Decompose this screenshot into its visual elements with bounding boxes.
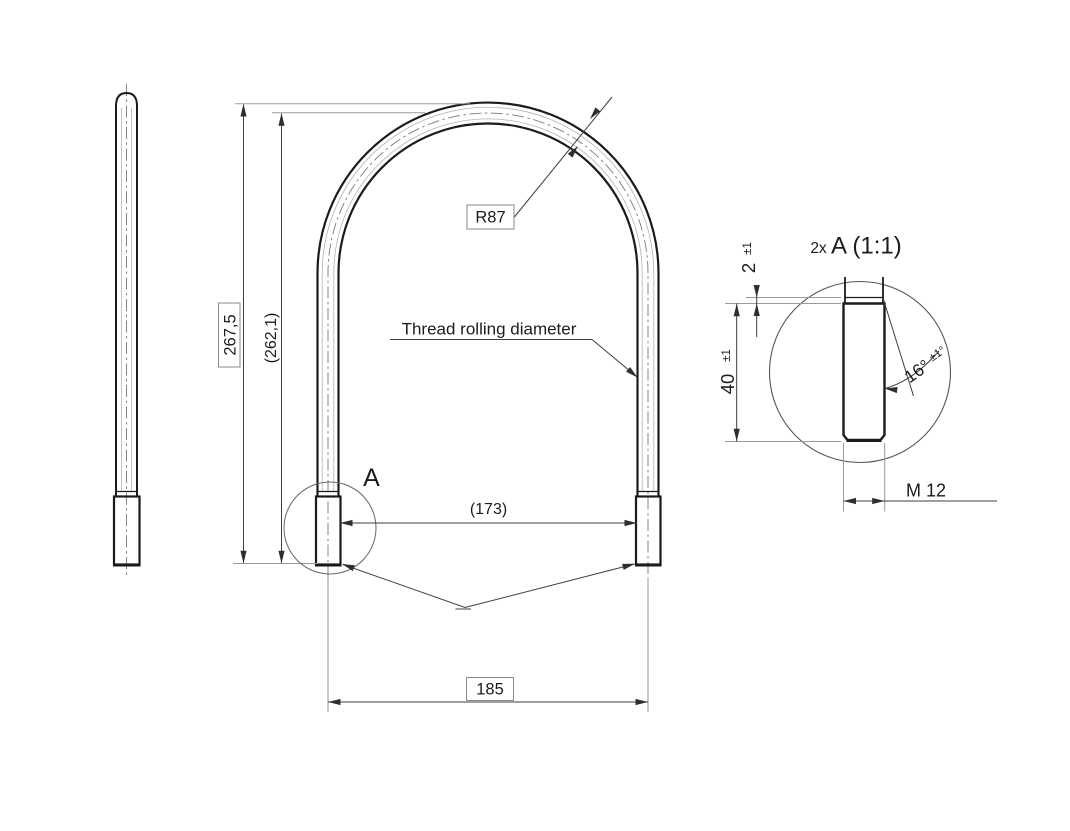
dimension-arrowhead <box>240 550 247 564</box>
dimension-arrowhead <box>753 303 760 316</box>
thread-length-dimension: 40 ±1 <box>717 303 841 442</box>
thread-roll-line <box>333 118 643 492</box>
dimension-arrowhead <box>872 497 885 505</box>
runout-tolerance-label: ±1 <box>742 242 754 255</box>
dimension-arrowhead <box>278 113 285 126</box>
main-view <box>314 101 662 712</box>
dimension-arrowhead <box>567 144 581 158</box>
thread-size-dimension: M 12 <box>843 443 997 512</box>
detail-view: 2x A (1:1) 2 ±1 40 ±1 <box>717 233 997 512</box>
thread-section <box>842 302 886 442</box>
detail-boundary-circle <box>768 280 952 464</box>
center-line <box>327 112 649 578</box>
leader-line <box>342 563 635 609</box>
dimension-arrowhead <box>328 698 341 706</box>
runout-dimension: 2 ±1 <box>725 242 841 337</box>
chamfer-angle-label: 16° <box>900 355 933 387</box>
dimension-arrowhead <box>278 550 285 564</box>
detail-circle-marker: A <box>283 464 380 575</box>
leader-line <box>513 96 613 218</box>
centerline-height-label: (262,1) <box>263 313 280 364</box>
inner-span-dimension: (173) <box>340 501 637 527</box>
height-dimension: 267,5 <box>218 103 470 564</box>
double-end-leader <box>340 560 636 610</box>
thread-length-label: 40 <box>717 374 738 395</box>
dimension-frame <box>466 677 514 701</box>
dimension-arrowhead <box>340 519 353 527</box>
radius-callout: R87 <box>466 96 613 230</box>
dimension-arrowhead <box>843 497 856 505</box>
dimension-arrowhead <box>733 303 740 317</box>
dimension-frame <box>218 302 241 368</box>
dimension-arrowhead <box>340 561 355 572</box>
thread-note-label: Thread rolling diameter <box>402 320 577 339</box>
dimension-arrowhead <box>753 285 760 298</box>
dimension-arrowhead <box>635 698 648 706</box>
thread-roll-line <box>321 106 655 492</box>
chamfer-angle-tolerance-label: ±1° <box>927 344 948 364</box>
leg-span-dimension: 185 <box>328 677 648 706</box>
angle-reference-line <box>882 297 914 397</box>
bend-radius-label: R87 <box>475 209 505 227</box>
side-view <box>112 84 141 578</box>
chamfer-angle-dimension: 16° ±1° <box>882 297 948 397</box>
height-dimension-label: 267,5 <box>221 314 239 355</box>
dimension-arrowhead <box>240 104 247 117</box>
inner-contour <box>337 122 639 497</box>
rod-contour <box>115 91 138 497</box>
outer-contour <box>316 101 660 497</box>
thread-size-label: M 12 <box>906 481 946 501</box>
detail-count-label: 2x <box>810 240 827 257</box>
thread-length-tolerance-label: ±1 <box>721 349 733 362</box>
detail-boundary-circle <box>283 481 377 575</box>
inner-span-label: (173) <box>470 501 507 518</box>
leg-span-label: 185 <box>476 681 504 699</box>
thread-note: Thread rolling diameter <box>390 320 640 380</box>
dimension-arrowhead <box>733 428 740 442</box>
dimension-arrowhead <box>622 560 636 570</box>
detail-title-label: A (1:1) <box>831 233 902 260</box>
centerline-height-dimension: (262,1) <box>263 112 425 564</box>
angle-arc <box>884 350 940 389</box>
detail-marker-label: A <box>363 464 380 492</box>
runout-label: 2 <box>738 263 759 273</box>
dimension-frame <box>466 204 515 230</box>
